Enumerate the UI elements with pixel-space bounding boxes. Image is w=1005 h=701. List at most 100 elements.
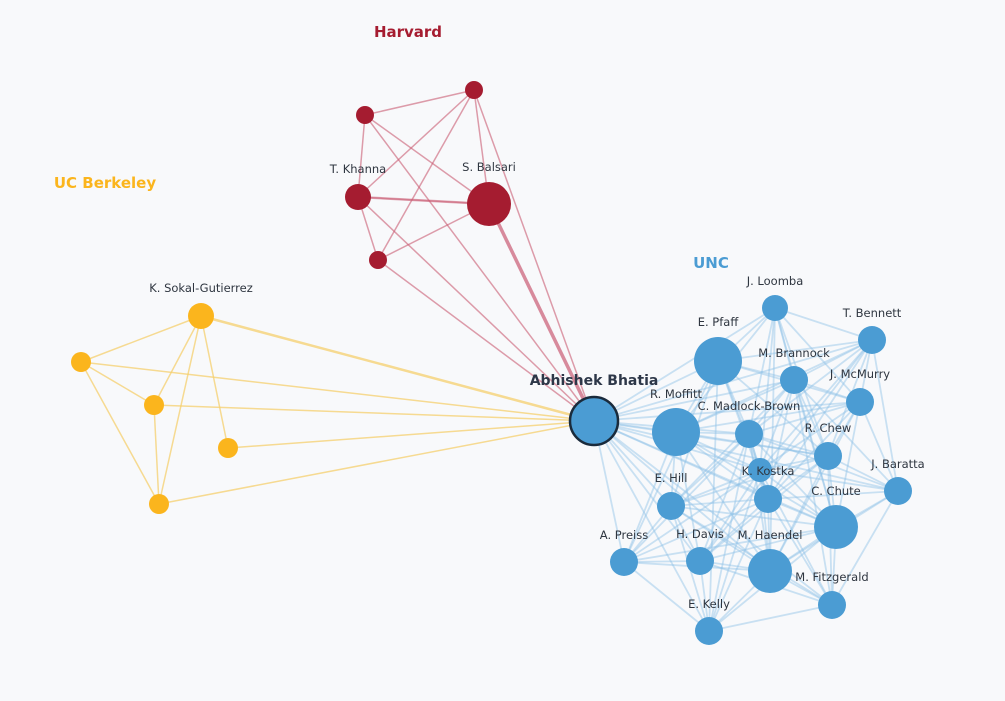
node-haendel[interactable]	[748, 549, 792, 593]
node-u1[interactable]	[748, 458, 772, 482]
node-label-preiss: A. Preiss	[600, 528, 648, 542]
edge-bhatia-brannock	[593, 379, 795, 422]
edge-kostka-baratta	[767, 490, 899, 500]
node-hill[interactable]	[657, 492, 685, 520]
node-label-bennett: T. Bennett	[842, 306, 902, 320]
node-label-mcmurry: J. McMurry	[829, 367, 890, 381]
node-label-bhatia: Abhishek Bhatia	[530, 373, 659, 389]
edge-hill-fitzgerald	[670, 505, 833, 606]
edge-h1-balsari	[364, 114, 490, 205]
node-brannock[interactable]	[780, 366, 808, 394]
edge-bhatia-kelly	[593, 420, 710, 632]
node-balsari[interactable]	[467, 182, 511, 226]
edge-sokal-b2	[153, 315, 202, 406]
edge-bennett-madlock	[748, 339, 873, 435]
node-baratta[interactable]	[884, 477, 912, 505]
edge-davis-u1	[699, 469, 761, 562]
edge-mcmurry-haendel	[769, 401, 861, 572]
node-chute[interactable]	[814, 505, 858, 549]
node-moffitt[interactable]	[652, 408, 700, 456]
node-pfaff[interactable]	[694, 337, 742, 385]
edge-bennett-brannock	[793, 339, 873, 381]
node-kelly[interactable]	[695, 617, 723, 645]
edge-bennett-u1	[759, 339, 873, 471]
node-loomba[interactable]	[762, 295, 788, 321]
edge-loomba-bennett	[774, 307, 873, 341]
edge-bhatia-mcmurry	[593, 401, 861, 422]
edge-b1-b2	[80, 361, 155, 406]
edge-fitzgerald-kelly	[708, 604, 833, 632]
edge-bhatia-kostka	[593, 420, 769, 500]
node-h1[interactable]	[356, 106, 374, 124]
node-preiss[interactable]	[610, 548, 638, 576]
node-label-baratta: J. Baratta	[870, 457, 924, 471]
edge-bhatia-chute	[593, 420, 837, 528]
edge-h2-khanna	[357, 89, 475, 198]
edge-b1-b4	[80, 361, 160, 505]
edge-baratta-u1	[759, 469, 899, 492]
edge-madlock-hill	[670, 433, 750, 507]
edge-loomba-madlock	[748, 307, 776, 435]
edge-brannock-hill	[670, 379, 795, 507]
edge-kostka-davis	[699, 498, 769, 562]
edge-preiss-u1	[623, 469, 761, 563]
edge-h1-bhatia	[364, 114, 595, 422]
edge-kostka-preiss	[623, 498, 769, 563]
edge-preiss-kelly	[623, 561, 710, 632]
node-mcmurry[interactable]	[846, 388, 874, 416]
node-bennett[interactable]	[858, 326, 886, 354]
node-fitzgerald[interactable]	[818, 591, 846, 619]
node-label-madlock: C. Madlock-Brown	[698, 399, 801, 413]
edge-h3-bhatia	[377, 259, 595, 422]
edge-baratta-fitzgerald	[831, 490, 899, 606]
node-label-kelly: E. Kelly	[688, 597, 730, 611]
node-b4[interactable]	[149, 494, 169, 514]
edge-bennett-pfaff	[717, 339, 873, 362]
edge-sokal-b1	[80, 315, 202, 363]
node-b3[interactable]	[218, 438, 238, 458]
edge-bennett-kostka	[767, 339, 873, 500]
edge-chute-davis	[699, 526, 837, 562]
node-label-hill: E. Hill	[655, 471, 688, 485]
edge-h2-h3	[377, 89, 475, 261]
edge-loomba-u1	[759, 307, 776, 471]
edge-b4-bhatia	[158, 420, 595, 505]
node-b2[interactable]	[144, 395, 164, 415]
edge-h1-h2	[364, 89, 475, 116]
edge-hill-kostka	[670, 498, 769, 507]
node-h3[interactable]	[369, 251, 387, 269]
edge-bhatia-loomba	[593, 307, 776, 422]
edge-mcmurry-kostka	[767, 401, 861, 500]
node-h2[interactable]	[465, 81, 483, 99]
group-label-harvard: Harvard	[374, 23, 442, 41]
node-label-balsari: S. Balsari	[462, 160, 516, 174]
edge-khanna-bhatia	[357, 196, 595, 422]
edge-h2-bhatia	[473, 89, 595, 422]
node-madlock[interactable]	[735, 420, 763, 448]
edge-hill-u1	[670, 469, 761, 507]
edge-b1-bhatia	[80, 361, 595, 422]
node-label-chew: R. Chew	[805, 421, 852, 435]
edge-sokal-b3	[200, 315, 229, 449]
edge-brannock-kostka	[767, 379, 795, 500]
node-sokal[interactable]	[188, 303, 214, 329]
edge-bhatia-chew	[593, 420, 829, 457]
node-kostka[interactable]	[754, 485, 782, 513]
edge-pfaff-kelly	[708, 360, 719, 632]
node-davis[interactable]	[686, 547, 714, 575]
node-b1[interactable]	[71, 352, 91, 372]
edge-sokal-bhatia	[200, 314, 595, 423]
node-layer	[71, 81, 912, 645]
edge-brannock-baratta	[793, 379, 899, 492]
edge-pfaff-chew	[717, 360, 829, 457]
edge-b2-b4	[153, 404, 160, 505]
edge-bennett-baratta	[871, 339, 899, 492]
group-label-unc: UNC	[693, 254, 729, 272]
node-label-chute: C. Chute	[811, 484, 861, 498]
node-bhatia[interactable]	[568, 395, 620, 447]
node-chew[interactable]	[814, 442, 842, 470]
node-khanna[interactable]	[345, 184, 371, 210]
edge-kostka-fitzgerald	[767, 498, 833, 606]
